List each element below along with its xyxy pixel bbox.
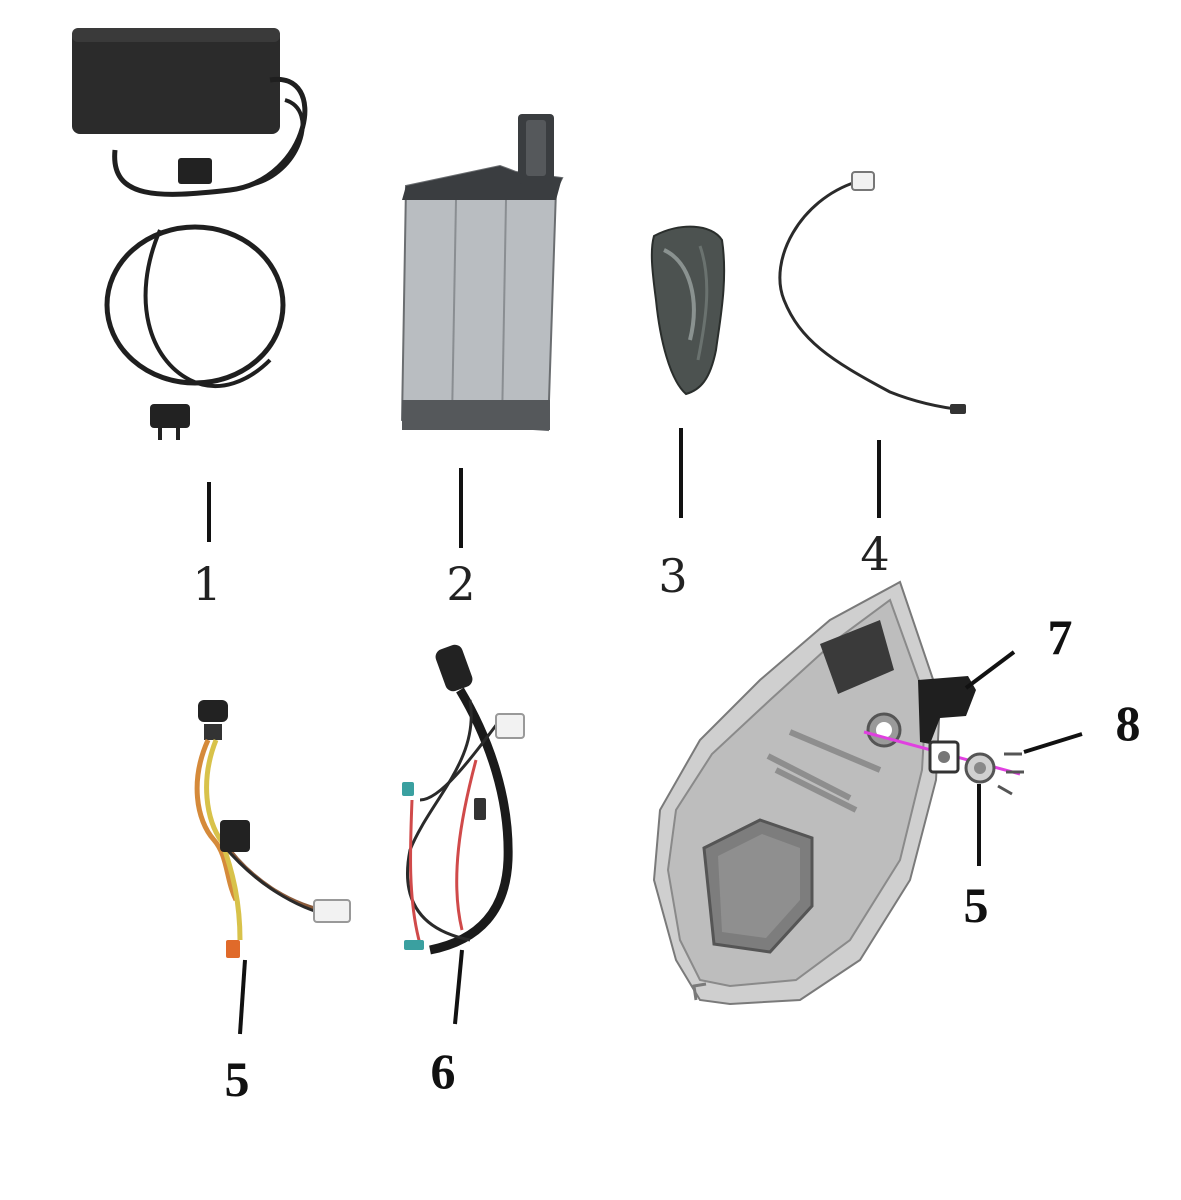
leader-line-6 bbox=[453, 949, 464, 1025]
callout-5-right: 5 bbox=[964, 877, 989, 933]
small-harness-illustration bbox=[194, 700, 351, 958]
leader-line-5-left bbox=[238, 959, 247, 1035]
nut-fitting-illustration bbox=[964, 752, 996, 784]
pouch-illustration bbox=[650, 225, 726, 396]
main-harness-illustration bbox=[402, 644, 525, 955]
callout-6: 6 bbox=[431, 1043, 456, 1099]
callout-8: 8 bbox=[1116, 695, 1141, 751]
lock-key-illustration bbox=[918, 676, 976, 774]
leader-line-7 bbox=[964, 650, 1016, 690]
callout-3: 3 bbox=[658, 549, 687, 603]
sensor-cable-illustration bbox=[778, 171, 966, 414]
callout-7: 7 bbox=[1048, 609, 1073, 665]
screws-illustration bbox=[997, 752, 1024, 796]
charger-illustration bbox=[72, 28, 308, 440]
battery-illustration bbox=[400, 114, 564, 432]
leader-line-8 bbox=[1023, 732, 1083, 754]
callout-2: 2 bbox=[446, 557, 475, 611]
callout-4: 4 bbox=[860, 527, 889, 581]
callout-1: 1 bbox=[192, 557, 221, 611]
side-cover-illustration bbox=[652, 580, 942, 1006]
callout-5-left: 5 bbox=[225, 1051, 250, 1107]
